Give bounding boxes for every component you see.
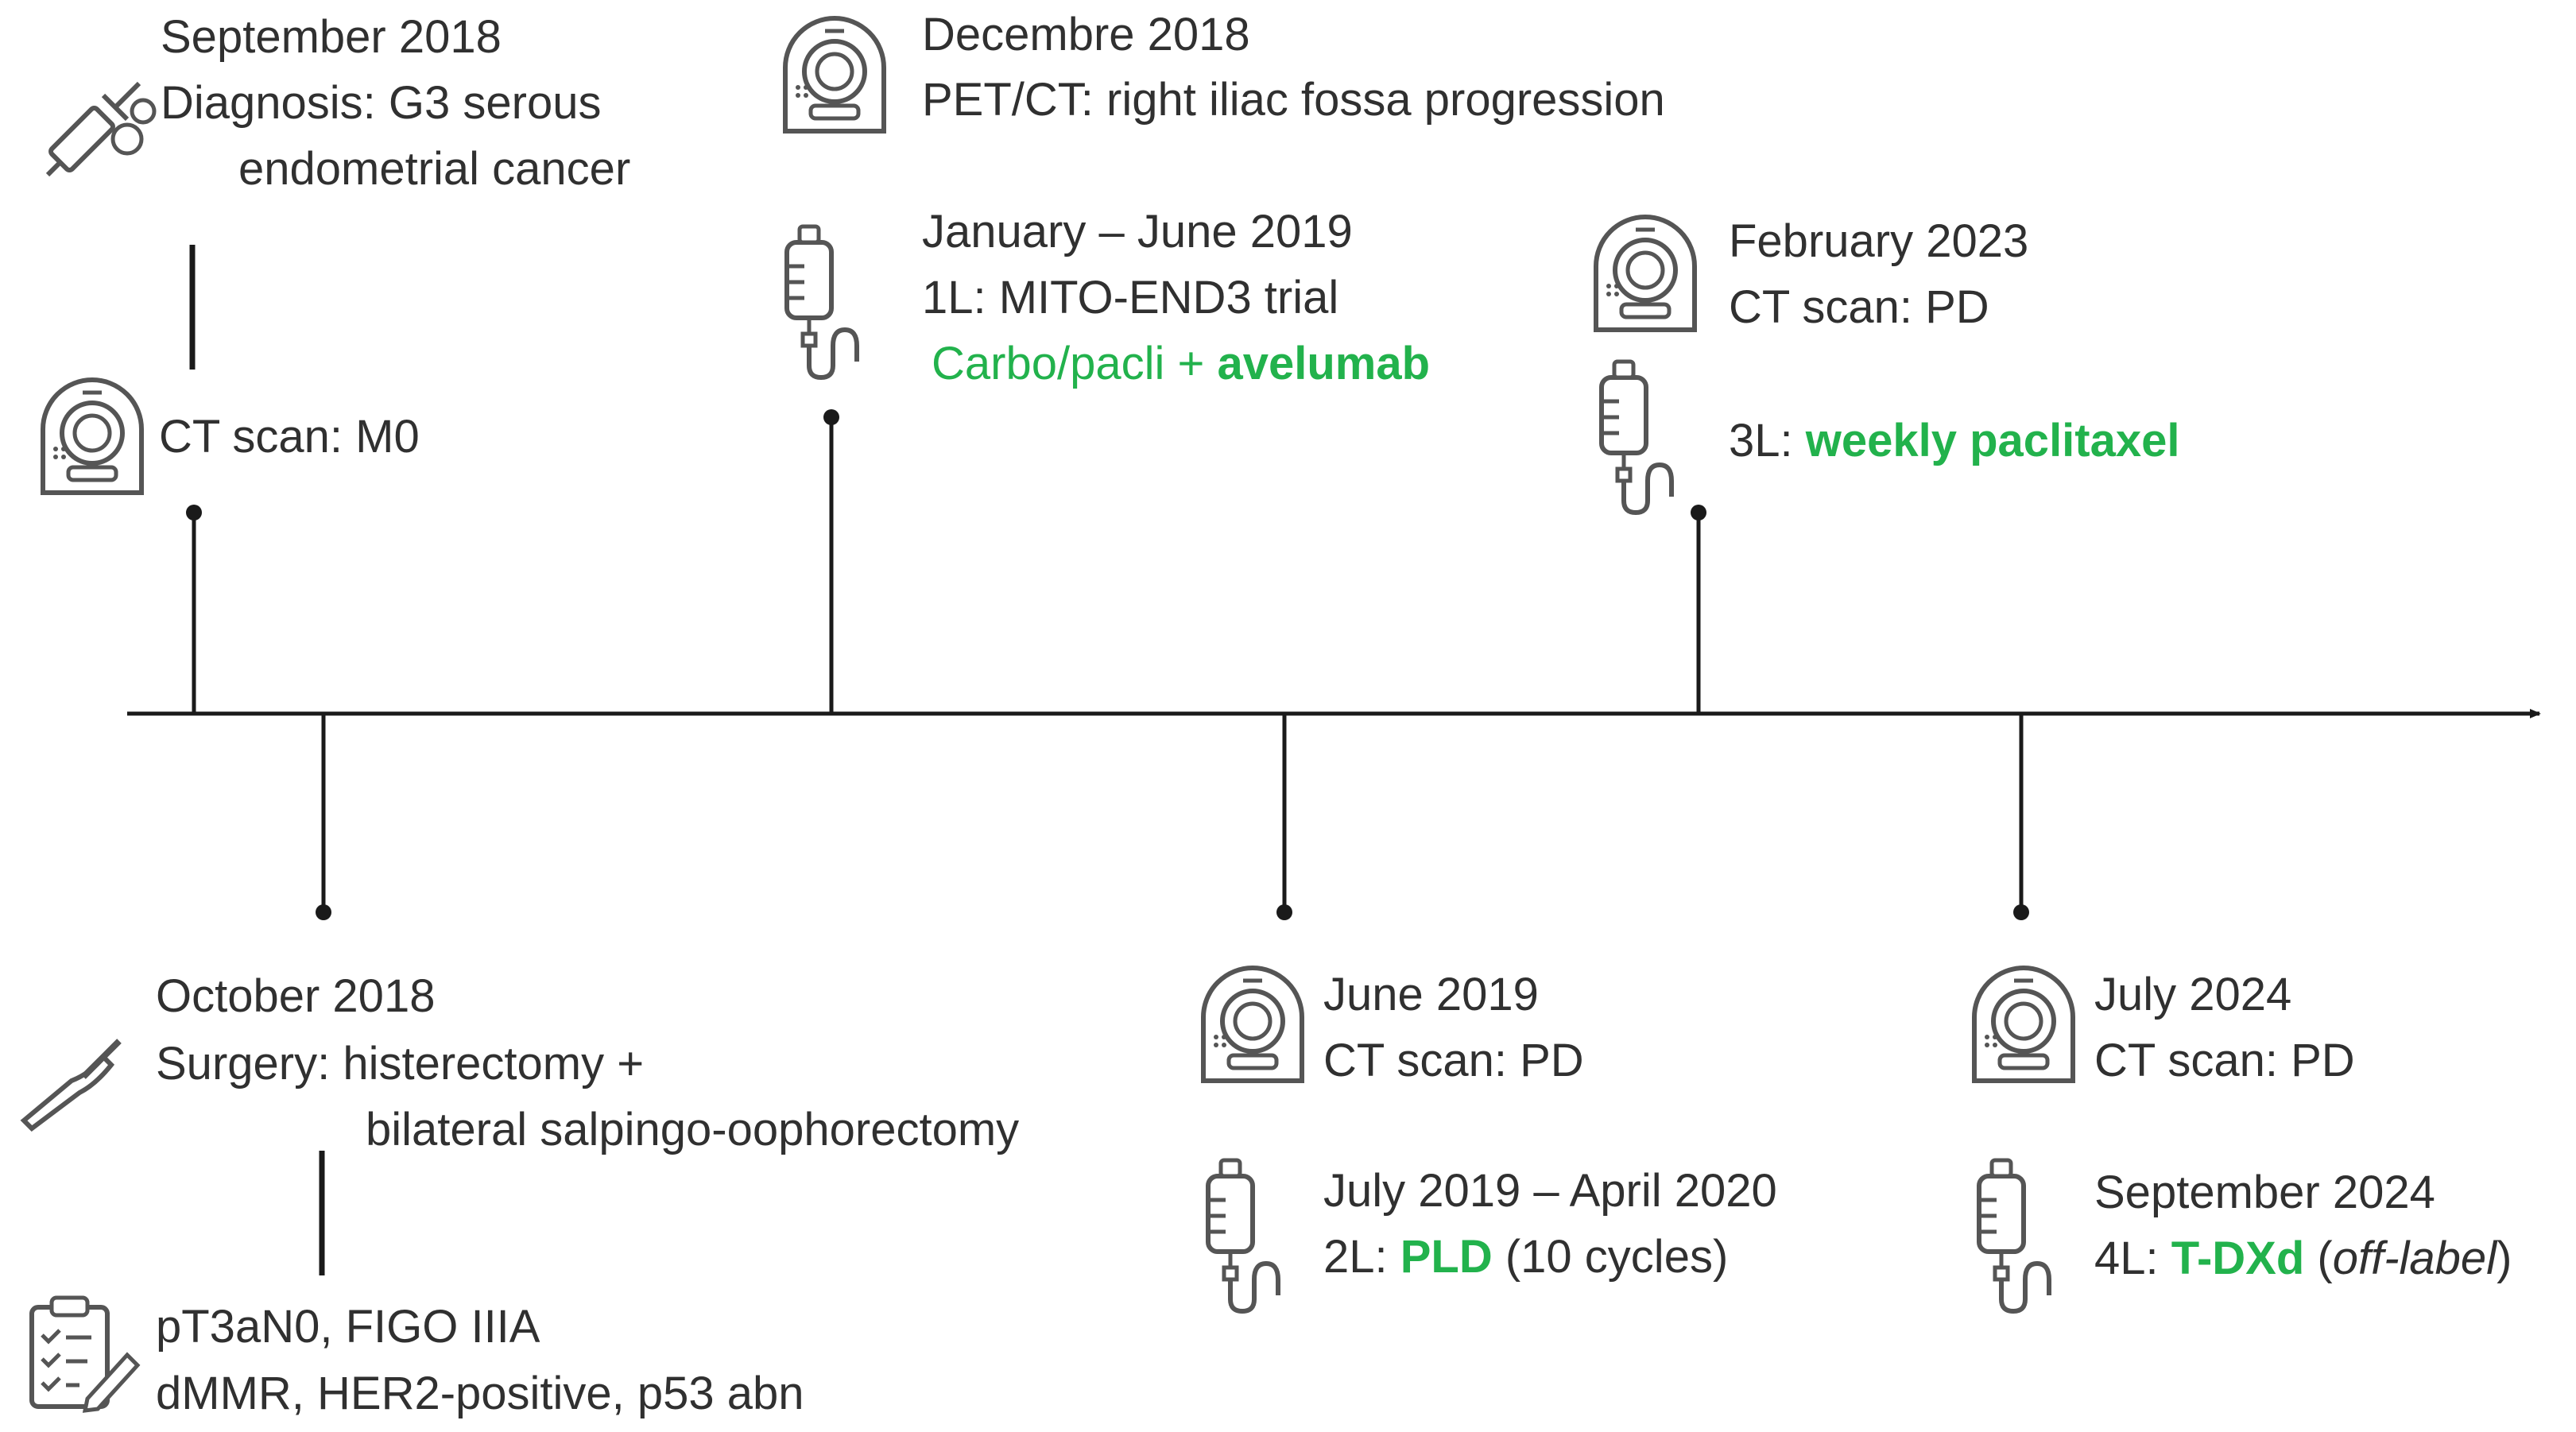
feb2023-ct: CT scan: PD [1729, 281, 1989, 333]
iv-drip-icon [1208, 1160, 1278, 1311]
jul2019-drug: PLD [1400, 1231, 1493, 1283]
sep2018-diagnosis-line2: endometrial cancer [238, 143, 631, 195]
scalpel-icon [24, 1041, 119, 1128]
jan2019-line1: 1L: MITO-END3 trial [922, 272, 1339, 323]
dot-jan2019 [823, 409, 839, 425]
pathology-line2: dMMR, HER2-positive, p53 abn [156, 1368, 804, 1419]
dot-oct2018 [316, 904, 331, 920]
sep2018-diagnosis-line1: Diagnosis: G3 serous [161, 77, 602, 129]
dec2018-date: Decembre 2018 [922, 9, 1250, 60]
ct-scanner-icon [785, 18, 884, 131]
iv-drip-icon [787, 226, 857, 377]
sep2024-open: ( [2304, 1233, 2333, 1284]
iv-drip-icon [1979, 1160, 2049, 1311]
jul2024-ct: CT scan: PD [2094, 1035, 2355, 1086]
dec2018-petct: PET/CT: right iliac fossa progression [922, 74, 1665, 126]
jan2019-date: January – June 2019 [922, 206, 1353, 257]
jan2019-therapy: Carbo/pacli + avelumab [932, 331, 1430, 397]
jul2019-prefix: 2L: [1323, 1231, 1400, 1283]
dot-jul2024 [2013, 904, 2029, 920]
oct2018-surgery-line1: Surgery: histerectomy + [156, 1038, 645, 1089]
ct-scanner-icon [1203, 968, 1302, 1081]
sep2024-therapy: 4L: T-DXd (off-label) [2094, 1225, 2512, 1291]
jan2019-therapy-b: avelumab [1217, 338, 1431, 389]
ct-scanner-icon [43, 380, 141, 493]
ct-scanner-icon [1596, 217, 1695, 330]
jan2019-therapy-a: Carbo/pacli + [932, 338, 1218, 389]
clipboard-checklist-icon [32, 1298, 138, 1411]
syringe-icon [48, 83, 154, 175]
jun2019-ct: CT scan: PD [1323, 1035, 1584, 1086]
dot-ct-m0 [186, 505, 202, 521]
sep2024-prefix: 4L: [2094, 1233, 2171, 1284]
third-line-therapy: 3L: weekly paclitaxel [1729, 408, 2180, 474]
jul2019-therapy: 2L: PLD (10 cycles) [1323, 1224, 1728, 1290]
sep2018-date: September 2018 [161, 11, 502, 63]
ct-m0-label: CT scan: M0 [159, 411, 420, 462]
sep2024-close: ) [2497, 1233, 2512, 1284]
third-line-drug: weekly paclitaxel [1805, 415, 2180, 466]
pathology-line1: pT3aN0, FIGO IIIA [156, 1301, 540, 1353]
ct-scanner-icon [1974, 968, 2073, 1081]
jul2019-date: July 2019 – April 2020 [1323, 1165, 1777, 1217]
sep2024-note: off-label [2332, 1233, 2497, 1284]
dot-feb2023 [1691, 505, 1706, 521]
oct2018-date: October 2018 [156, 970, 436, 1022]
iv-drip-icon [1602, 362, 1671, 513]
jun2019-date: June 2019 [1323, 969, 1539, 1020]
oct2018-surgery-line2: bilateral salpingo-oophorectomy [366, 1104, 1020, 1155]
feb2023-date: February 2023 [1729, 215, 2029, 267]
dot-jun2019 [1276, 904, 1292, 920]
sep2024-date: September 2024 [2094, 1167, 2435, 1218]
jul2019-suffix: (10 cycles) [1492, 1231, 1729, 1283]
sep2024-drug: T-DXd [2171, 1233, 2305, 1284]
jul2024-date: July 2024 [2094, 969, 2292, 1020]
third-line-prefix: 3L: [1729, 415, 1806, 466]
